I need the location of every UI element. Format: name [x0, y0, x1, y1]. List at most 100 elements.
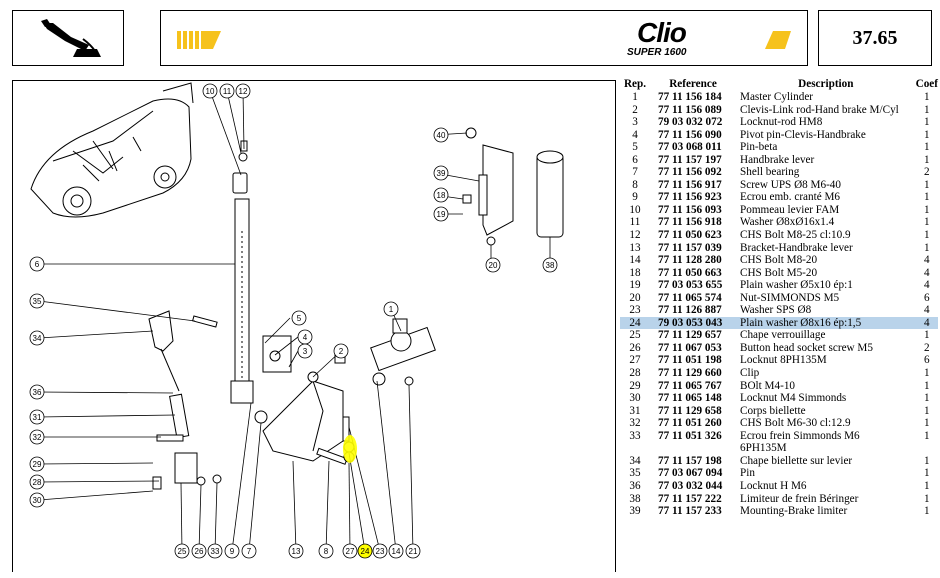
callout-number: 9	[230, 547, 235, 556]
header-rep: Rep.	[623, 78, 647, 91]
callout-circle	[29, 492, 45, 508]
cell-ref: 77 11 156 917	[658, 178, 722, 191]
callout-number: 28	[33, 478, 42, 487]
cell-ref: 77 11 129 660	[658, 367, 722, 380]
callout-circle	[318, 543, 334, 559]
cell-desc: 6PH135M	[740, 442, 787, 455]
cell-rep: 1	[632, 91, 638, 103]
callout-circle	[342, 543, 358, 559]
callout-number: 6	[35, 260, 40, 269]
stripe-logo-icon	[177, 31, 221, 49]
cell-rep: 34	[629, 454, 641, 467]
callout-number: 2	[339, 347, 344, 356]
cell-desc: Pommeau levier FAM	[740, 203, 840, 216]
cell-rep: 26	[629, 341, 641, 354]
callout-circle	[405, 543, 421, 559]
callout-number: 18	[437, 191, 446, 200]
callout-circle	[29, 293, 45, 309]
cell-rep: 10	[629, 203, 641, 216]
callout-number: 32	[33, 433, 42, 442]
cell-rep: 6	[632, 153, 638, 166]
cell-coef: 4	[924, 304, 930, 317]
cell-desc: Mounting-Brake limiter	[740, 505, 848, 518]
cell-ref: 77 11 156 092	[658, 166, 722, 179]
callout-number: 34	[33, 334, 42, 343]
cell-desc: CHS Bolt M8-20	[740, 254, 818, 267]
callout-number: 13	[292, 547, 301, 556]
cell-coef: 1	[924, 392, 930, 405]
cell-ref: 77 11 126 887	[658, 304, 722, 317]
callout-circle	[219, 83, 235, 99]
cell-coef: 6	[924, 354, 930, 367]
cell-coef: 1	[924, 429, 930, 442]
callout-circle	[291, 310, 307, 326]
cell-coef: 6	[924, 291, 930, 304]
callout-circle	[202, 83, 218, 99]
cell-rep: 11	[629, 216, 641, 229]
cell-rep: 19	[629, 279, 641, 292]
cell-coef: 4	[924, 254, 930, 267]
handbrake-lever	[230, 140, 254, 404]
cell-ref: 77 11 050 663	[658, 266, 722, 279]
cell-desc: Washer Ø8xØ16x1.4	[740, 216, 835, 229]
table-row[interactable]: 6PH135M	[620, 442, 938, 455]
cell-rep: 25	[629, 329, 641, 342]
callout-circle	[29, 429, 45, 445]
cell-desc: Locknut-rod HM8	[740, 116, 823, 129]
callout-number: 5	[297, 314, 302, 323]
cell-coef: 4	[924, 279, 930, 292]
cell-ref: 77 11 156 918	[658, 216, 722, 229]
cell-desc: Clip	[740, 367, 760, 380]
callout-circle	[433, 187, 449, 203]
cell-desc: Button head socket screw M5	[740, 341, 873, 354]
callout-number: 10	[206, 87, 215, 96]
cell-rep: 23	[629, 304, 641, 317]
cell-ref: 77 03 067 094	[658, 467, 723, 480]
cell-desc: Bracket-Handbrake lever	[740, 241, 853, 254]
highlight-washer-24	[343, 435, 357, 463]
cell-desc: Locknut H M6	[740, 479, 807, 492]
callout-circle	[372, 543, 388, 559]
cell-coef: 1	[924, 241, 930, 254]
cell-coef: 1	[924, 91, 930, 103]
cell-coef: 1	[924, 178, 930, 191]
callout-circle	[288, 543, 304, 559]
diagram-drawing: 1011126353436313229283054321403918192038…	[29, 82, 564, 559]
cell-ref: 77 11 156 093	[658, 203, 722, 216]
cell-coef: 1	[924, 379, 930, 392]
